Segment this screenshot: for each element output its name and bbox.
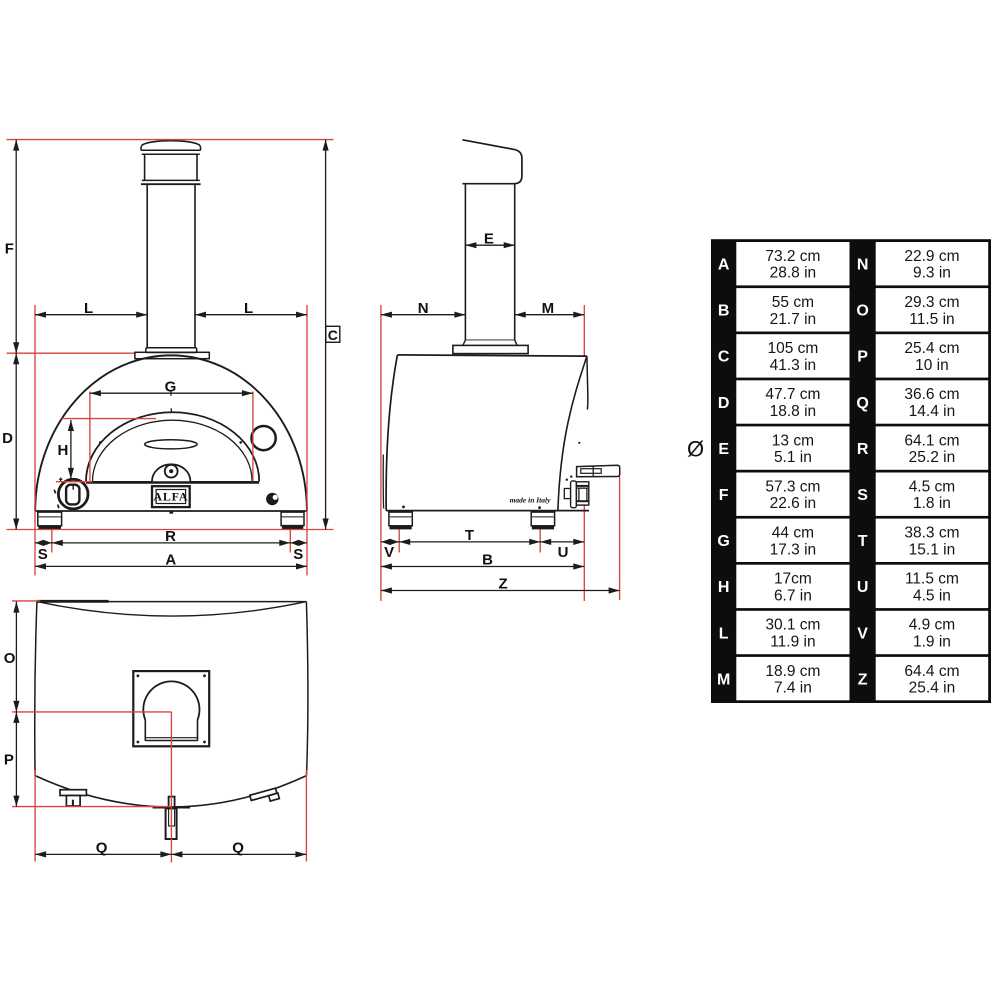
svg-text:D: D	[2, 430, 13, 447]
svg-text:38.3 cm: 38.3 cm	[904, 525, 959, 542]
svg-text:M: M	[717, 671, 730, 688]
svg-text:R: R	[857, 441, 869, 458]
svg-text:14.4 in: 14.4 in	[909, 403, 956, 420]
svg-text:O: O	[856, 303, 868, 320]
svg-text:F: F	[5, 240, 14, 257]
svg-text:28.8 in: 28.8 in	[770, 265, 817, 282]
svg-text:S: S	[293, 546, 303, 563]
svg-text:B: B	[482, 552, 493, 569]
svg-text:4.5 cm: 4.5 cm	[909, 478, 956, 495]
svg-text:Z: Z	[499, 576, 508, 593]
svg-text:U: U	[558, 544, 569, 561]
svg-text:T: T	[465, 527, 474, 544]
svg-text:P: P	[4, 751, 14, 768]
svg-text:H: H	[718, 579, 730, 596]
svg-text:15.1 in: 15.1 in	[909, 541, 956, 558]
svg-text:11.5 in: 11.5 in	[909, 311, 954, 328]
svg-text:O: O	[4, 650, 16, 667]
svg-text:C: C	[328, 327, 338, 343]
svg-text:L: L	[244, 300, 253, 317]
svg-text:A: A	[718, 257, 730, 274]
svg-text:Ø: Ø	[687, 437, 704, 462]
svg-text:5.1 in: 5.1 in	[774, 449, 812, 466]
svg-text:ALFA: ALFA	[153, 490, 188, 504]
svg-text:T: T	[858, 533, 868, 550]
svg-text:S: S	[857, 487, 868, 504]
svg-text:22.6 in: 22.6 in	[770, 495, 817, 512]
svg-text:H: H	[57, 442, 68, 459]
svg-text:N: N	[418, 300, 429, 317]
svg-text:25.2 in: 25.2 in	[909, 449, 956, 466]
svg-text:4.5 in: 4.5 in	[913, 587, 951, 604]
svg-text:18.9 cm: 18.9 cm	[765, 663, 820, 680]
svg-text:Z: Z	[858, 671, 868, 688]
svg-text:made in Italy: made in Italy	[510, 495, 552, 504]
svg-text:29.3 cm: 29.3 cm	[904, 294, 959, 311]
svg-text:64.1 cm: 64.1 cm	[904, 432, 959, 449]
svg-text:Q: Q	[856, 395, 868, 412]
svg-text:L: L	[719, 625, 729, 642]
svg-text:B: B	[718, 303, 730, 320]
svg-text:64.4 cm: 64.4 cm	[904, 663, 959, 680]
svg-text:R: R	[165, 528, 176, 545]
svg-text:13 cm: 13 cm	[772, 432, 814, 449]
svg-text:G: G	[165, 378, 177, 395]
svg-text:44 cm: 44 cm	[772, 525, 814, 542]
svg-text:S: S	[38, 546, 48, 563]
svg-text:10 in: 10 in	[915, 357, 949, 374]
svg-text:A: A	[165, 552, 176, 569]
svg-text:Q: Q	[96, 840, 108, 857]
svg-text:G: G	[717, 533, 729, 550]
svg-text:25.4 cm: 25.4 cm	[904, 340, 959, 357]
svg-text:1.9 in: 1.9 in	[913, 634, 951, 651]
svg-text:L: L	[84, 300, 93, 317]
svg-text:9.3 in: 9.3 in	[913, 265, 951, 282]
svg-text:47.7 cm: 47.7 cm	[765, 386, 820, 403]
svg-text:11.9 in: 11.9 in	[770, 634, 815, 651]
svg-text:105 cm: 105 cm	[767, 340, 818, 357]
svg-text:Q: Q	[232, 840, 244, 857]
svg-text:57.3 cm: 57.3 cm	[765, 478, 820, 495]
svg-text:N: N	[857, 257, 869, 274]
svg-text:36.6 cm: 36.6 cm	[904, 386, 959, 403]
svg-text:41.3 in: 41.3 in	[770, 357, 817, 374]
svg-text:P: P	[857, 349, 868, 366]
svg-text:V: V	[384, 544, 394, 561]
svg-text:C: C	[718, 349, 730, 366]
svg-text:21.7 in: 21.7 in	[770, 311, 817, 328]
svg-text:25.4 in: 25.4 in	[909, 680, 956, 697]
svg-text:18.8 in: 18.8 in	[770, 403, 817, 420]
svg-text:4.9 cm: 4.9 cm	[909, 617, 956, 634]
svg-text:17cm: 17cm	[774, 571, 812, 588]
svg-text:F: F	[719, 487, 729, 504]
svg-text:1.8 in: 1.8 in	[913, 495, 951, 512]
svg-text:M: M	[542, 300, 555, 317]
svg-text:E: E	[484, 230, 494, 247]
svg-text:V: V	[857, 625, 868, 642]
svg-text:D: D	[718, 395, 730, 412]
svg-text:55 cm: 55 cm	[772, 294, 814, 311]
svg-text:U: U	[857, 579, 869, 596]
svg-text:30.1 cm: 30.1 cm	[765, 617, 820, 634]
svg-text:73.2 cm: 73.2 cm	[765, 248, 820, 265]
svg-text:E: E	[718, 441, 729, 458]
svg-text:22.9 cm: 22.9 cm	[904, 248, 959, 265]
svg-text:7.4 in: 7.4 in	[774, 680, 812, 697]
svg-text:11.5 cm: 11.5 cm	[905, 571, 959, 588]
svg-text:6.7 in: 6.7 in	[774, 587, 812, 604]
svg-text:17.3 in: 17.3 in	[770, 541, 817, 558]
